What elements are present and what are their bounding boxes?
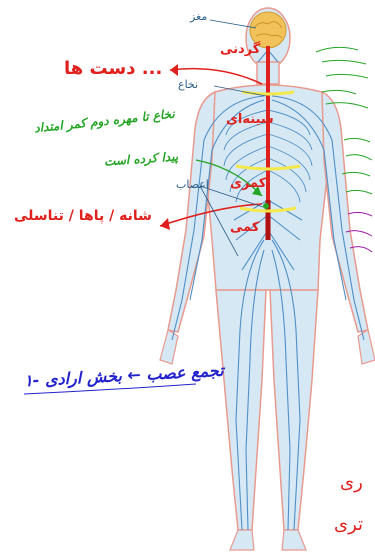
- hands: [160, 330, 375, 364]
- note-red-pelvis: شانه / پاها / تناسلی: [14, 208, 152, 224]
- note-red-lumbar: کمری: [230, 176, 266, 191]
- label-spinal-cord: نخاع: [178, 78, 198, 91]
- note-red-arm: دست ها ...: [64, 58, 162, 79]
- nerves-green-markers: [263, 203, 269, 209]
- note-red-sacral: کمی: [230, 220, 259, 235]
- note-right-red2: تری: [334, 514, 363, 535]
- note-right-red1: ری: [340, 472, 363, 493]
- label-brain: مغز: [190, 10, 207, 23]
- note-red-neck: گردنی: [220, 42, 260, 57]
- label-nerves: اعصاب: [176, 178, 209, 191]
- note-red-chest: سینه‌ای: [226, 112, 274, 127]
- feet: [230, 530, 306, 550]
